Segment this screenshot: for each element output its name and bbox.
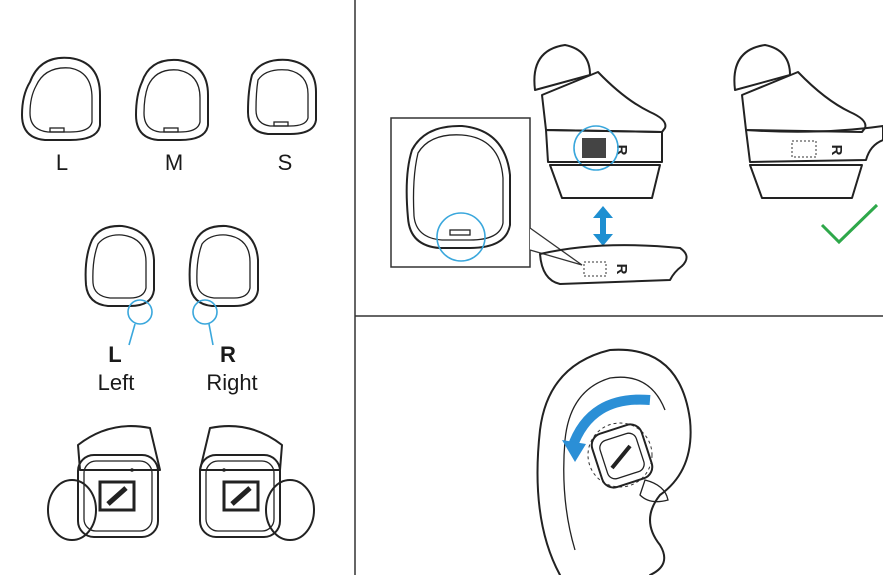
earbud-left: [47, 425, 161, 541]
eartip-left: [84, 224, 155, 346]
checkmark-icon: [820, 203, 879, 245]
fitted-side-mark: R: [828, 145, 845, 156]
earbud-right: [199, 425, 315, 541]
right-letter: R: [220, 342, 236, 367]
earbud-fitted: R: [733, 44, 883, 199]
earbud-with-band: R: [533, 44, 667, 199]
sennheiser-logo-icon: [610, 444, 632, 470]
right-word: Right: [206, 370, 257, 395]
size-label-l: L: [56, 150, 68, 175]
left-letter: L: [108, 342, 121, 367]
eartip-size-s: [247, 58, 317, 135]
eartip-right: [188, 224, 259, 346]
size-label-m: M: [165, 150, 183, 175]
right-marker-highlight: [192, 299, 218, 325]
left-marker-highlight: [127, 299, 153, 325]
rotate-arrow-icon: [567, 394, 651, 450]
eartip-cup: R: [539, 244, 688, 285]
eartip-size-l: [21, 56, 101, 141]
eartip-size-m: [135, 58, 209, 141]
sennheiser-logo-icon: [98, 480, 136, 512]
left-word: Left: [98, 370, 135, 395]
size-label-s: S: [278, 150, 293, 175]
ear-insertion: [536, 348, 692, 575]
attach-arrow-icon: [593, 206, 613, 246]
eartip-detail-inset: [390, 117, 583, 268]
cup-side-mark: R: [613, 264, 630, 275]
band-side-mark: R: [613, 145, 630, 156]
